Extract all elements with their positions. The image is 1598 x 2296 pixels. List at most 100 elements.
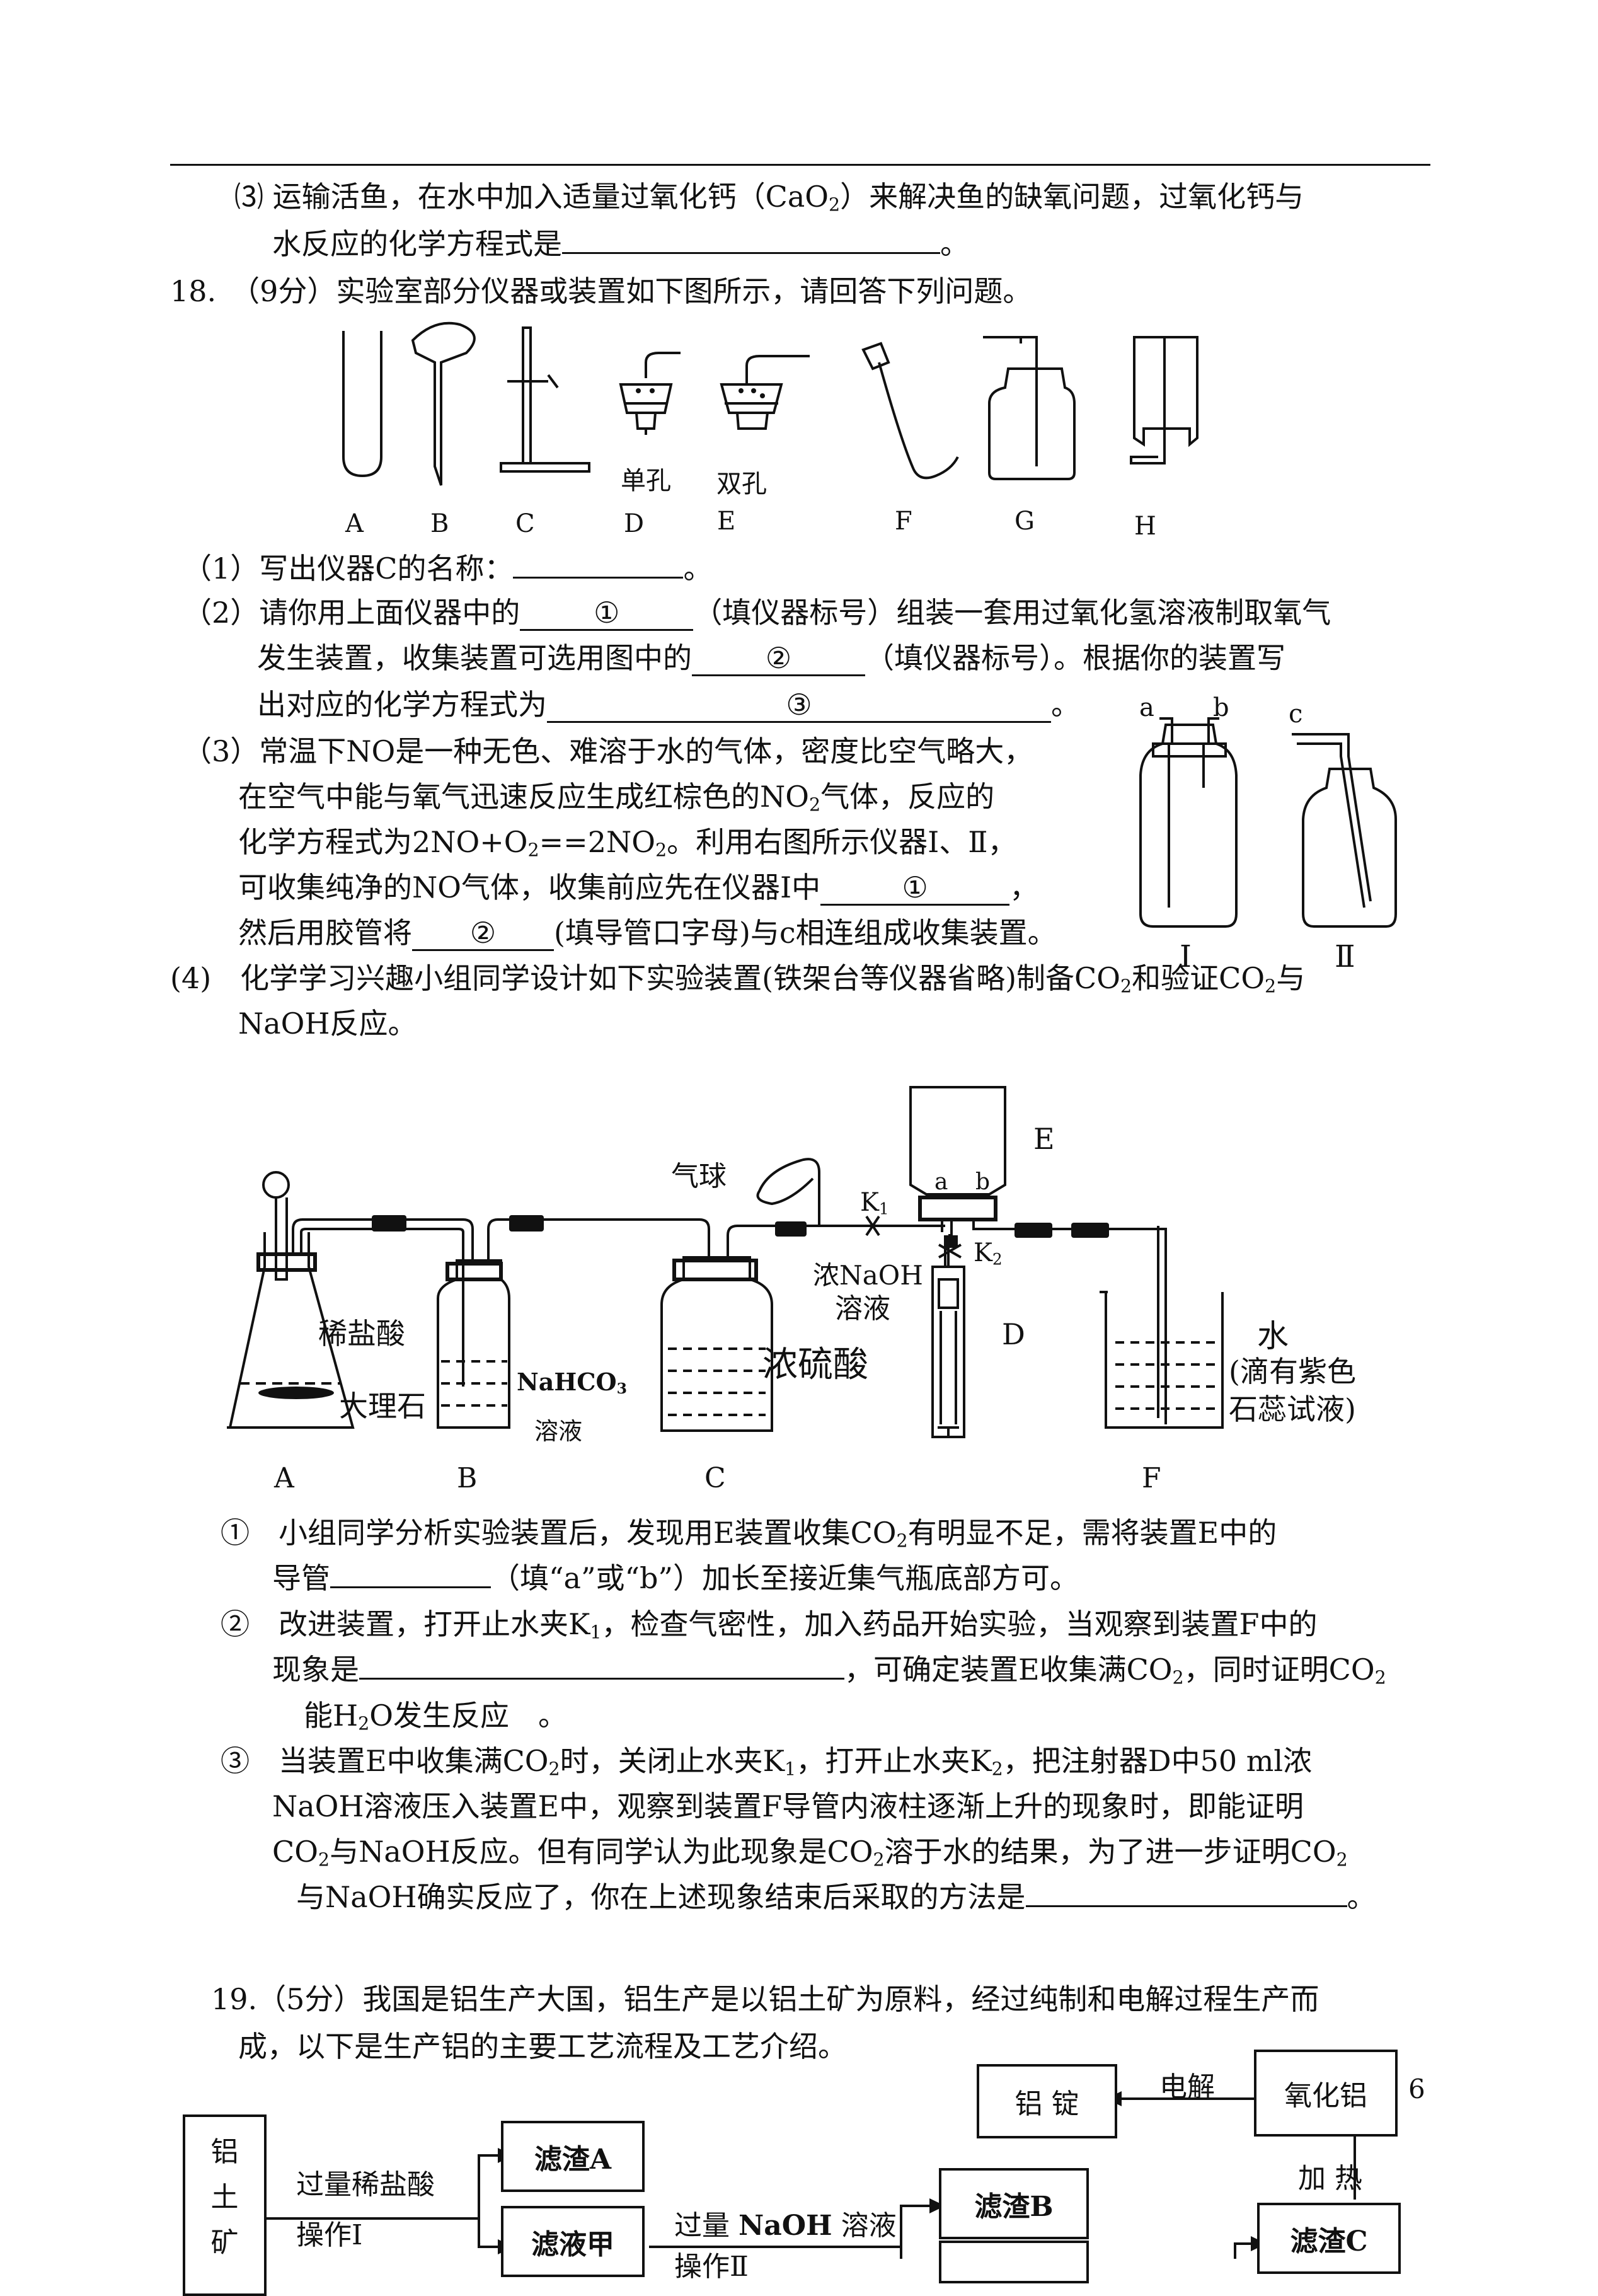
s3-text-h: 与NaOH确实反应了，你在上述现象结束后采取的方法是	[296, 1880, 1026, 1914]
k2-letter: K	[974, 1238, 992, 1267]
q18-3-blank1[interactable]: ①	[820, 871, 1010, 906]
label-single-hole: 单孔	[621, 466, 671, 495]
label-F: F	[895, 507, 912, 536]
bottle-label-b: b	[1213, 693, 1229, 722]
flow-residue-a-box: 滤渣A	[501, 2121, 645, 2192]
s1-blank[interactable]	[330, 1586, 491, 1588]
flow-bauxite-box: 铝 土 矿	[183, 2114, 267, 2296]
q17-3-text: 运输活鱼，在水中加入适量过氧化钙（CaO	[272, 180, 829, 214]
s3-text-f: 与NaOH反应。但有同学认为此现象是CO	[330, 1835, 873, 1869]
syringe-D-drawing	[931, 1266, 965, 1438]
label-hcl: 稀盐酸	[318, 1317, 405, 1351]
sub-2: 2	[1120, 976, 1132, 997]
naoh-a: 过量	[674, 2210, 730, 2242]
q18-3-blank2[interactable]: ②	[412, 916, 554, 951]
bottle-II-drawing	[1302, 768, 1397, 928]
flow-alumina-box: 氧化铝	[1254, 2050, 1398, 2137]
q18-2-text-a: （2）请你用上面仪器中的	[183, 596, 520, 630]
comma: ，	[1009, 870, 1039, 904]
bottle-label-I: Ⅰ	[1180, 939, 1192, 974]
q18-header: 18. （9分）实验室部分仪器或装置如下图所示，请回答下列问题。	[170, 274, 1032, 308]
s1-line1: ① 小组同学分析实验装置后，发现用E装置收集CO2有明显不足，需将装置E中的	[221, 1513, 1277, 1553]
balloon-drawing	[756, 1158, 820, 1226]
q18-3-text-f: (填导管口字母)与c相连组成收集装置。	[554, 916, 1057, 950]
sub-2: 2	[358, 1713, 370, 1734]
q18-2-blank3[interactable]: ③	[547, 688, 1051, 723]
q18-1-blank[interactable]	[513, 577, 684, 579]
sub-2: 2	[318, 1849, 330, 1871]
label-D-app: D	[1002, 1317, 1025, 1351]
sub-2: 2	[1336, 1849, 1348, 1871]
q18-4-line2: NaOH反应。	[238, 1007, 417, 1041]
q18-4-text-c: 与	[1276, 961, 1306, 995]
bottle-I-drawing	[1139, 724, 1238, 928]
s1-text-a: 小组同学分析实验装置后，发现用E装置收集CO	[279, 1516, 897, 1550]
beaker-F-drawing	[1100, 1291, 1224, 1429]
q17-3-text-b: ）来解决鱼的缺氧问题，过氧化钙与	[840, 180, 1304, 214]
q18-4-line1: (4) 化学学习兴趣小组同学设计如下实验装置(铁架台等仪器省略)制备CO2和验证…	[170, 958, 1305, 998]
q17-3-prompt: 水反应的化学方程式是	[272, 227, 562, 261]
label-tube-b: b	[975, 1169, 991, 1195]
inverted-bottle-E-drawing	[909, 1086, 1006, 1196]
sub-2: 2	[808, 794, 821, 816]
q18-2-text-d: （填仪器标号）。根据你的装置写	[865, 641, 1285, 675]
s3-text-g: 溶于水的结果，为了进一步证明CO	[884, 1835, 1336, 1869]
label-E-app: E	[1033, 1122, 1055, 1156]
label-naoh-line1: 浓NaOH	[813, 1260, 923, 1291]
naoh-b: NaOH	[739, 2210, 832, 2242]
flow-op1-label: 操作Ⅰ	[296, 2219, 363, 2251]
s2-line3: 能H2O发生反应 。	[304, 1695, 567, 1736]
k2-sub: 2	[992, 1250, 1003, 1269]
flow-electrolysis-label: 电解	[1159, 2071, 1215, 2103]
bent-tube-drawing	[861, 342, 959, 480]
q18-3-text-d: 可收集纯净的NO气体，收集前应先在仪器Ⅰ中	[238, 870, 821, 904]
s3-line3: CO2与NaOH反应。但有同学认为此现象是CO2溶于水的结果，为了进一步证明CO…	[272, 1832, 1348, 1872]
label-E: E	[717, 507, 736, 536]
q18-2-blank1[interactable]: ①	[520, 596, 694, 631]
label-A-app: A	[274, 1462, 294, 1494]
period: 。	[1347, 1880, 1376, 1914]
label-balloon: 气球	[671, 1160, 727, 1192]
s2-line1: ② 改进装置，打开止水夹K1，检查气密性，加入药品开始实验，当观察到装置F中的	[221, 1604, 1317, 1644]
s3-line1: ③ 当装置E中收集满CO2时，关闭止水夹K1，打开止水夹K2，把注射器D中50 …	[221, 1741, 1312, 1781]
flow-residue-b-box: 滤渣B	[939, 2168, 1089, 2239]
period: 。	[683, 551, 713, 586]
s3-blank[interactable]	[1025, 1905, 1347, 1907]
q18-2-blank2[interactable]: ②	[692, 642, 865, 676]
q17-3-blank[interactable]	[562, 252, 940, 254]
period: 。	[940, 227, 969, 261]
s2-blank[interactable]	[359, 1678, 844, 1680]
label-marble: 大理石	[339, 1389, 426, 1423]
sub-2: 2	[1172, 1667, 1184, 1688]
double-hole-stopper-drawing	[720, 355, 810, 430]
period: 。	[1051, 688, 1080, 722]
k1-letter: K	[860, 1188, 879, 1217]
inverted-bottle-drawing	[1130, 336, 1198, 464]
label-nahco3-solution: 溶液	[534, 1417, 583, 1445]
label-H: H	[1134, 512, 1156, 541]
s2-text-e: ，同时证明CO	[1183, 1653, 1375, 1687]
sub-2: 2	[828, 194, 841, 216]
q18-1-prompt: （1）写出仪器C的名称：	[183, 551, 514, 586]
q18-2-text-b: （填仪器标号）组装一套用过氧化氢溶液制取氧气	[693, 596, 1331, 630]
s1-text-b: 有明显不足，需将装置E中的	[907, 1516, 1277, 1550]
label-nahco3: NaHCO3	[517, 1368, 627, 1396]
s2-text-g: O发生反应 。	[369, 1699, 567, 1733]
label-water-note2: 石蕊试液)	[1229, 1392, 1356, 1426]
single-hole-stopper-drawing	[619, 352, 681, 435]
sub-2: 2	[1265, 976, 1277, 997]
bottle-label-a: a	[1139, 693, 1154, 722]
label-naoh-line2: 溶液	[835, 1293, 890, 1325]
s1-line2: 导管（填“a”或“b”）加长至接近集气瓶底部方可。	[272, 1558, 1079, 1598]
label-tube-a: a	[934, 1169, 948, 1195]
label-A: A	[345, 509, 364, 538]
sub-2: 2	[873, 1849, 885, 1871]
q17-3-line1: ⑶ 运输活鱼，在水中加入适量过氧化钙（CaO2）来解决鱼的缺氧问题，过氧化钙与	[234, 176, 1304, 217]
flow-naoh-label: 过量 NaOH 溶液	[674, 2203, 897, 2243]
long-funnel-drawing	[411, 321, 476, 486]
q18-3-text-b: 气体，反应的	[820, 780, 995, 814]
